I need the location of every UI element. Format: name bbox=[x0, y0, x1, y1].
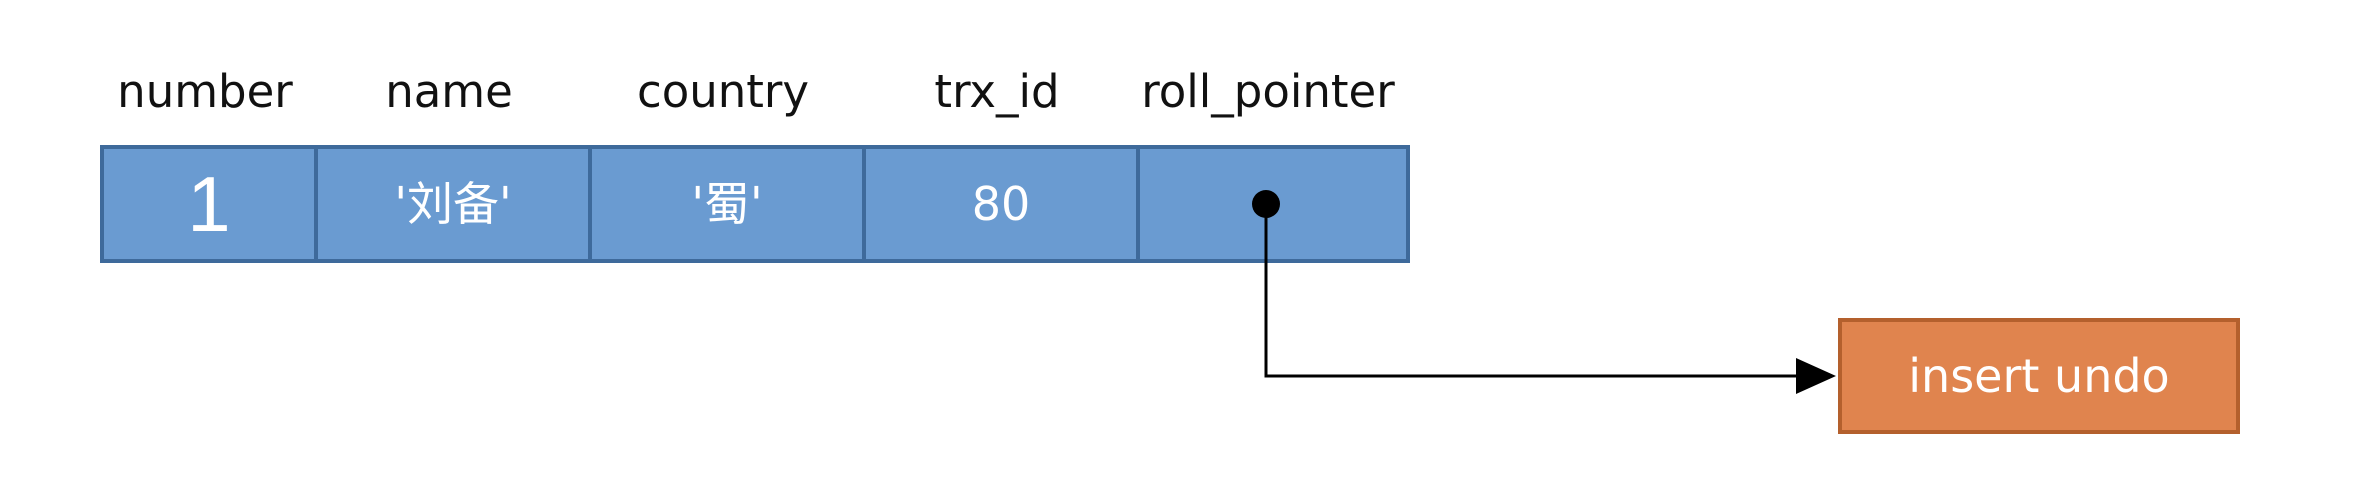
cell-divider bbox=[862, 149, 866, 259]
header-number: number bbox=[117, 65, 293, 118]
pointer-arrowhead bbox=[1796, 358, 1836, 394]
cell-divider bbox=[588, 149, 592, 259]
header-country: country bbox=[636, 65, 810, 118]
cell-trx-id: 80 bbox=[971, 177, 1031, 231]
cell-name: '刘备' bbox=[394, 177, 512, 231]
header-roll-pointer: roll_pointer bbox=[1141, 65, 1395, 118]
record-row: 1 '刘备' '蜀' 80 bbox=[100, 145, 1410, 263]
header-trx-id: trx_id bbox=[934, 65, 1060, 118]
cell-country: '蜀' bbox=[691, 177, 763, 231]
cell-number: 1 bbox=[187, 160, 231, 248]
pointer-line bbox=[1264, 204, 1800, 378]
cell-divider bbox=[314, 149, 318, 259]
insert-undo-box: insert undo bbox=[1838, 318, 2240, 434]
header-name: name bbox=[385, 65, 513, 118]
cell-divider bbox=[1136, 149, 1140, 259]
